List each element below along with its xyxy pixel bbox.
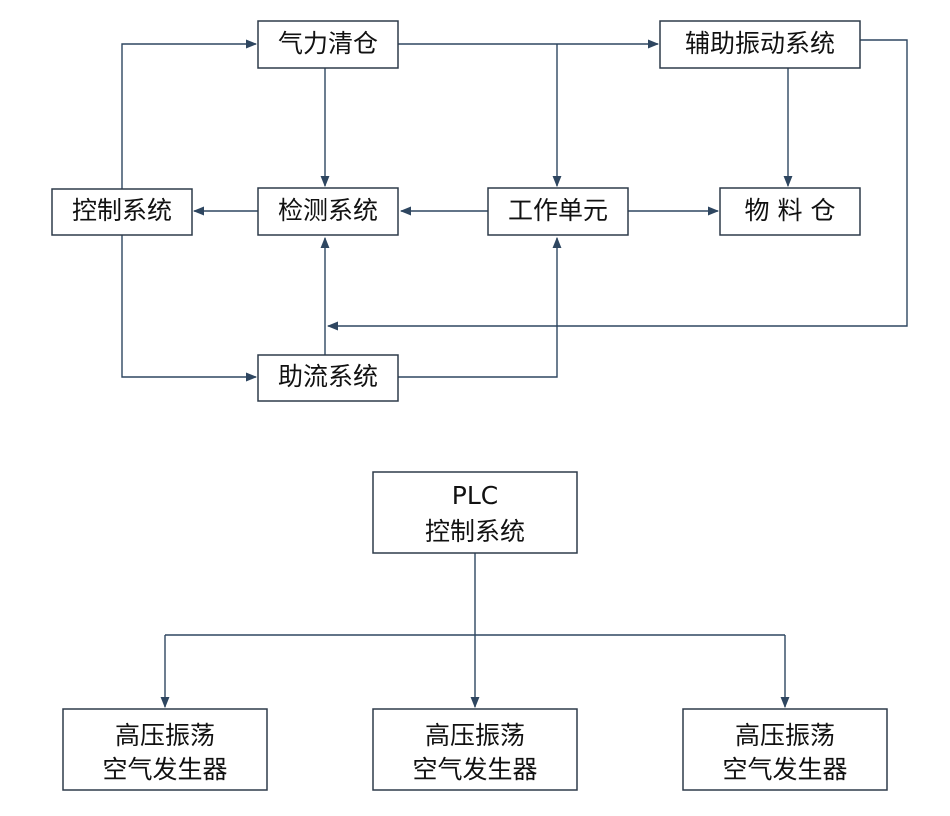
edge-control-to-pneumatic <box>121 39 258 189</box>
node-generator-3-line2: 空气发生器 <box>722 755 847 784</box>
node-detection-system-label: 检测系统 <box>278 196 378 225</box>
edge-aux-feedback <box>326 39 908 331</box>
diagram1-edges <box>121 39 908 382</box>
node-pneumatic-clean-label: 气力清仓 <box>278 29 378 58</box>
node-generator-1-line2: 空气发生器 <box>102 755 227 784</box>
node-aux-vibration: 辅助振动系统 <box>659 20 861 69</box>
node-work-unit-label: 工作单元 <box>508 196 608 225</box>
node-generator-1: 高压振荡 空气发生器 <box>62 708 268 791</box>
node-generator-2-line2: 空气发生器 <box>412 755 537 784</box>
node-control-system: 控制系统 <box>51 188 193 236</box>
node-material-bin-label: 物 料 仓 <box>745 196 836 225</box>
node-plc-control: PLC 控制系统 <box>372 471 578 554</box>
node-control-system-label: 控制系统 <box>72 196 172 225</box>
node-pneumatic-clean: 气力清仓 <box>257 20 399 69</box>
edge-flowaid-to-workunit <box>398 236 562 378</box>
node-generator-3-line1: 高压振荡 <box>735 721 835 750</box>
node-generator-2: 高压振荡 空气发生器 <box>372 708 578 791</box>
node-aux-vibration-label: 辅助振动系统 <box>685 29 835 58</box>
node-detection-system: 检测系统 <box>257 187 399 236</box>
node-plc-control-line2: 控制系统 <box>425 517 525 546</box>
node-generator-2-line1: 高压振荡 <box>425 721 525 750</box>
node-plc-control-line1: PLC <box>452 481 498 510</box>
node-generator-3: 高压振荡 空气发生器 <box>682 708 888 791</box>
edge-control-to-flowaid <box>121 235 258 382</box>
node-flow-aid: 助流系统 <box>257 354 399 402</box>
node-work-unit: 工作单元 <box>487 187 629 236</box>
node-flow-aid-label: 助流系统 <box>278 362 378 391</box>
diagram2-edges <box>160 553 790 709</box>
node-material-bin: 物 料 仓 <box>719 187 861 236</box>
node-generator-1-line1: 高压振荡 <box>115 721 215 750</box>
